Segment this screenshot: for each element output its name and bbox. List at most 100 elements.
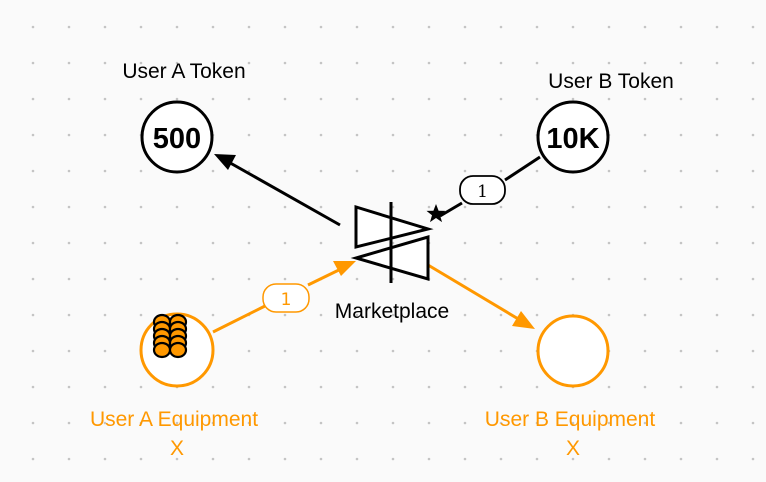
grid-dot <box>427 457 431 461</box>
grid-dot <box>139 421 143 425</box>
grid-dot <box>571 61 575 65</box>
grid-dot <box>31 97 35 101</box>
grid-dot <box>211 313 215 317</box>
grid-dot <box>103 241 107 245</box>
grid-dot <box>175 205 179 209</box>
grid-dot <box>463 241 467 245</box>
grid-dot <box>355 385 359 389</box>
node-user-a-equipment[interactable]: User A Equipment X <box>90 312 258 460</box>
grid-dot <box>103 205 107 209</box>
grid-dot <box>175 277 179 281</box>
grid-dot <box>715 241 719 245</box>
grid-dot <box>427 421 431 425</box>
edge-user-b-token-to-marketplace[interactable]: 1 <box>426 155 541 223</box>
node-label: User B Equipment <box>485 408 656 431</box>
grid-dot <box>139 169 143 173</box>
grid-dot <box>499 349 503 353</box>
grid-dot <box>463 277 467 281</box>
grid-dot <box>211 169 215 173</box>
grid-dot <box>283 457 287 461</box>
edge-label-box[interactable]: 1 <box>262 283 310 313</box>
edge-user-a-equipment-to-marketplace[interactable]: 1 <box>212 261 356 334</box>
coin-stack-icon <box>152 313 188 359</box>
grid-dot <box>643 25 647 29</box>
grid-dot <box>643 241 647 245</box>
grid-dot <box>679 133 683 137</box>
grid-dot <box>751 277 755 281</box>
grid-dot <box>319 349 323 353</box>
grid-dot <box>139 457 143 461</box>
node-user-b-equipment[interactable]: User B Equipment X <box>485 314 656 460</box>
node-label: Marketplace <box>335 300 449 323</box>
grid-dot <box>607 241 611 245</box>
grid-dot <box>715 133 719 137</box>
grid-dot <box>283 421 287 425</box>
grid-dot <box>535 421 539 425</box>
grid-dot <box>463 61 467 65</box>
node-user-b-token[interactable]: User B Token 10K <box>536 70 674 174</box>
node-value: 500 <box>153 123 201 155</box>
grid-dot <box>535 241 539 245</box>
edge-label-box[interactable]: 1 <box>459 175 506 205</box>
node-sublabel: X <box>566 437 580 460</box>
grid-dot <box>643 97 647 101</box>
grid-dot <box>535 457 539 461</box>
grid-dot <box>283 61 287 65</box>
grid-dot <box>175 421 179 425</box>
grid-dot <box>139 61 143 65</box>
node-marketplace[interactable]: Marketplace <box>335 202 449 323</box>
grid-dot <box>643 421 647 425</box>
grid-dot <box>391 169 395 173</box>
grid-dot <box>751 421 755 425</box>
grid-dot <box>139 313 143 317</box>
grid-dot <box>463 133 467 137</box>
grid-dot <box>67 61 71 65</box>
edge-label-text: 1 <box>281 290 292 310</box>
grid-dot <box>571 205 575 209</box>
grid-dot <box>355 25 359 29</box>
grid-dot <box>175 241 179 245</box>
grid-dot <box>103 97 107 101</box>
edge-marketplace-to-user-b-equipment[interactable] <box>427 263 535 329</box>
grid-dot <box>679 421 683 425</box>
grid-dot <box>607 61 611 65</box>
grid-dot <box>319 385 323 389</box>
grid-dot <box>679 313 683 317</box>
grid-dot <box>355 313 359 317</box>
grid-dot <box>103 61 107 65</box>
grid-dot <box>31 241 35 245</box>
grid-dot <box>319 133 323 137</box>
grid-dot <box>499 277 503 281</box>
grid-dot <box>607 277 611 281</box>
grid-dot <box>211 457 215 461</box>
grid-dot <box>643 169 647 173</box>
grid-dot <box>499 133 503 137</box>
grid-dot <box>643 277 647 281</box>
grid-dot <box>607 205 611 209</box>
node-user-a-token[interactable]: User A Token 500 <box>122 60 246 174</box>
grid-dot <box>31 133 35 137</box>
grid-dot <box>103 385 107 389</box>
grid-dot <box>679 169 683 173</box>
grid-dot <box>499 205 503 209</box>
grid-dot <box>715 169 719 173</box>
grid-dot <box>499 25 503 29</box>
grid-dot <box>679 457 683 461</box>
grid-dot <box>103 349 107 353</box>
grid-dot <box>463 457 467 461</box>
grid-dot <box>679 385 683 389</box>
grid-dot <box>499 385 503 389</box>
node-sublabel: X <box>170 437 184 460</box>
grid-dot <box>139 205 143 209</box>
grid-dot <box>679 97 683 101</box>
grid-dot <box>643 133 647 137</box>
trader-icon <box>350 202 434 283</box>
edge-marketplace-to-user-a-token[interactable] <box>214 154 341 227</box>
grid-dot <box>499 457 503 461</box>
grid-dot <box>391 61 395 65</box>
grid-dot <box>535 385 539 389</box>
grid-dot <box>31 385 35 389</box>
grid-dot <box>283 97 287 101</box>
grid-dot <box>499 421 503 425</box>
